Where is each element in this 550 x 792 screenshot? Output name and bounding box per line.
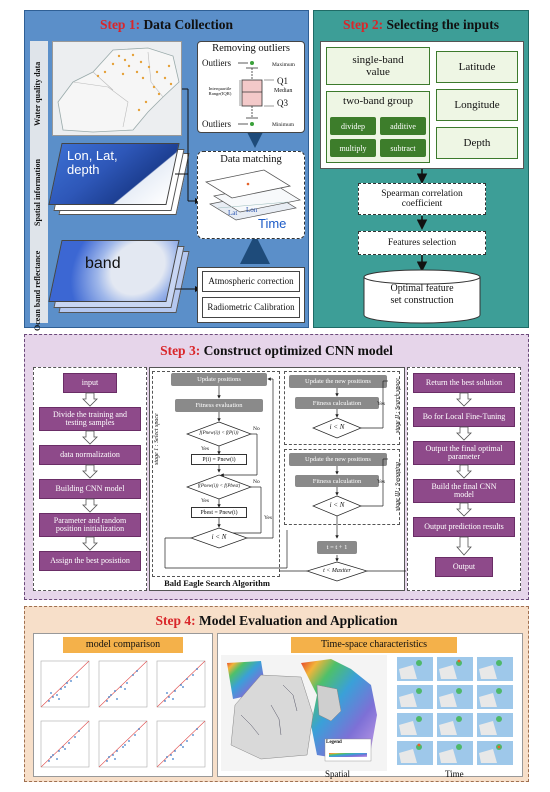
atmospheric-correction-box: Atmospheric correction bbox=[202, 271, 300, 292]
stage1-no1: No bbox=[253, 426, 260, 432]
stage2-fitness: Fitness calculation bbox=[295, 397, 379, 409]
time-space-label: Time-space characteristics bbox=[291, 637, 457, 653]
stage1-cond1: f(Pnew(i)) < f(P(i)) bbox=[199, 431, 239, 437]
spatial-text: Lon, Lat, depth bbox=[67, 148, 118, 177]
step3-panel: Step 3: Construct optimized CNN model in… bbox=[24, 334, 529, 600]
stage2-flow-graphic bbox=[312, 380, 388, 439]
matching-lat: Lat bbox=[228, 209, 238, 217]
two-band-label: two-band group bbox=[343, 95, 413, 107]
scatter-grid bbox=[40, 660, 206, 768]
chip-multiply: multiply bbox=[330, 139, 376, 157]
radiometric-calibration-box: Radiometric Calibration bbox=[202, 297, 300, 318]
stage1-assign2: Pbest = Pnew(i) bbox=[191, 507, 247, 518]
matching-title: Data matching bbox=[220, 154, 282, 165]
left-step-divide: Divide the training and testing samples bbox=[39, 407, 141, 431]
step1-title: Step 1: Data Collection bbox=[99, 17, 234, 32]
stage3-yes: Yes bbox=[377, 479, 386, 485]
q1-label: Q1 bbox=[277, 76, 288, 86]
stage2-update: Update the new positions bbox=[289, 375, 387, 388]
right-step-output-param: Output the final optimal parameter bbox=[413, 441, 515, 465]
matching-panel: Data matching Lat Lon Time bbox=[197, 151, 305, 239]
spatial-label: Spatial bbox=[325, 769, 350, 779]
step1-panel: Step 1: Data Collection Water quality da… bbox=[24, 10, 309, 331]
step4-title: Step 4: Model Evaluation and Application bbox=[155, 613, 398, 628]
spearman-box: Spearman correlation coefficient bbox=[358, 183, 486, 215]
maximum-label: Maximum bbox=[272, 62, 295, 68]
step1-connectors bbox=[175, 88, 270, 292]
right-step-output-pred: Output prediction results bbox=[413, 517, 515, 537]
outliers-panel: Removing outliers Outliers Outliers Maxi… bbox=[197, 41, 305, 133]
step2-arrows bbox=[416, 169, 428, 272]
step2-panel: Step 2: Selecting the inputs single-band… bbox=[313, 10, 529, 328]
band-text: band bbox=[85, 255, 121, 272]
iqr-label: Interquartile Range(IQR) bbox=[208, 86, 232, 97]
stage3-loop: i < N bbox=[329, 501, 345, 510]
latitude-box: Latitude bbox=[436, 51, 518, 83]
stage1-loop: i < N bbox=[211, 533, 227, 542]
features-selection-box: Features selection bbox=[358, 231, 486, 255]
chip-subtract: subtract bbox=[380, 139, 426, 157]
stage1-assign1: P(i) = Pnew(i) bbox=[191, 454, 247, 465]
stage1-update: Update positions bbox=[171, 373, 267, 386]
step2-title: Step 2: Selecting the inputs bbox=[342, 17, 499, 32]
optimal-text: Optimal feature set construction bbox=[390, 283, 454, 306]
stage3-flow-graphic bbox=[279, 458, 406, 582]
spatial-map bbox=[221, 655, 387, 771]
loop-cond: t < Maxiter bbox=[323, 567, 351, 574]
right-step-bo: Bo for Local Fine-Tuning bbox=[413, 407, 515, 427]
stage1-fitness: Fitness evaluation bbox=[175, 399, 263, 412]
outliers-top-label: Outliers bbox=[202, 58, 231, 68]
stage2-loop: i < N bbox=[329, 423, 345, 432]
step3-title: Step 3: Construct optimized CNN model bbox=[160, 343, 393, 358]
side-label-column bbox=[30, 41, 48, 323]
stage1-yes3: Yes bbox=[264, 515, 273, 521]
matching-lon: Lon bbox=[246, 206, 258, 214]
single-band-box: single-band value bbox=[326, 47, 430, 85]
chip-additive: additive bbox=[380, 117, 426, 135]
left-step-assign: Assign the best posistion bbox=[39, 551, 141, 571]
algorithm-label: Bald Eagle Search Algorithm bbox=[164, 578, 270, 588]
stage1-no2: No bbox=[253, 479, 260, 485]
model-comparison-label: model comparison bbox=[63, 637, 183, 653]
right-step-output: Output bbox=[435, 557, 493, 577]
stage3-panel bbox=[284, 449, 400, 525]
loop-top: t = t + 1 bbox=[317, 541, 357, 554]
minimum-label: Minimum bbox=[272, 122, 295, 128]
outliers-bottom-label: Outliers bbox=[202, 119, 231, 129]
stage1-yes1: Yes bbox=[201, 446, 210, 452]
outliers-title: Removing outliers bbox=[212, 43, 290, 54]
water-quality-map-graphic bbox=[57, 47, 180, 133]
left-step-normalization: data normalization bbox=[39, 445, 141, 465]
stage1-cond2: f(Pnew(i)) < f(Pbest) bbox=[197, 484, 241, 490]
stage1-panel bbox=[152, 371, 280, 577]
water-quality-map bbox=[52, 41, 182, 136]
stage2-yes: Yes bbox=[377, 401, 386, 407]
left-step-building: Building CNN model bbox=[39, 479, 141, 499]
matching-graphic bbox=[204, 169, 301, 221]
step3-column-arrows bbox=[82, 392, 472, 556]
time-grid bbox=[397, 657, 513, 765]
time-label: Time bbox=[445, 769, 464, 779]
legend-label: Legend bbox=[326, 740, 342, 745]
median-label: Median bbox=[274, 88, 293, 94]
right-step-return: Return the best solution bbox=[413, 373, 515, 393]
step4-panel: Step 4: Model Evaluation and Application… bbox=[24, 606, 529, 782]
matching-time: Time bbox=[258, 216, 287, 231]
optimal-cylinder bbox=[363, 269, 481, 324]
stage3-update: Update the new positions bbox=[289, 453, 387, 466]
right-step-build-final: Build the final CNN model bbox=[413, 479, 515, 503]
stage1-yes2: Yes bbox=[201, 498, 210, 504]
left-step-input: input bbox=[63, 373, 117, 393]
left-step-parameter: Parameter and random position initializa… bbox=[39, 513, 141, 537]
stage2-panel bbox=[284, 371, 400, 445]
chip-dividep: dividep bbox=[330, 117, 376, 135]
depth-box: Depth bbox=[436, 127, 518, 159]
stage3-fitness: Fitness calculation bbox=[295, 475, 379, 487]
stage1-flow-graphic bbox=[164, 377, 288, 569]
model-comparison-panel bbox=[33, 633, 213, 777]
q3-label: Q3 bbox=[277, 98, 288, 108]
boxplot-graphic bbox=[238, 61, 274, 126]
longitude-box: Longitude bbox=[436, 89, 518, 121]
